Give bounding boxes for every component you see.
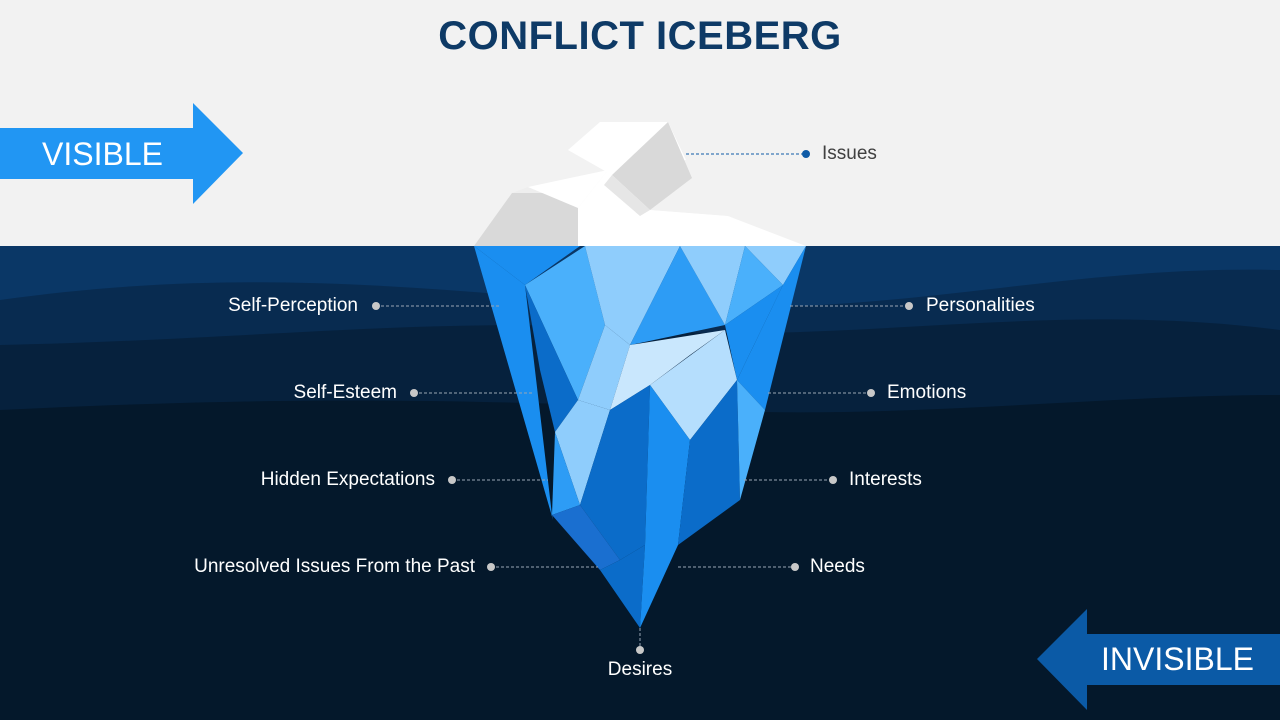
invisible-arrow-label: INVISIBLE bbox=[1101, 641, 1254, 677]
iceberg-tip bbox=[474, 122, 806, 246]
visible-arrow-label: VISIBLE bbox=[42, 136, 163, 172]
label-issues: Issues bbox=[822, 143, 877, 164]
label-emotions: Emotions bbox=[887, 382, 967, 403]
label-needs: Needs bbox=[810, 556, 865, 577]
label-interests: Interests bbox=[849, 469, 922, 490]
label-hidden-expectations: Hidden Expectations bbox=[260, 469, 435, 490]
slide-title: CONFLICT ICEBERG bbox=[438, 14, 842, 58]
label-personalities: Personalities bbox=[926, 295, 1035, 316]
connectors bbox=[376, 153, 909, 650]
visible-arrow bbox=[0, 103, 243, 204]
connector-dots bbox=[372, 150, 913, 654]
iceberg-body bbox=[474, 246, 806, 628]
label-desires: Desires bbox=[607, 659, 673, 680]
invisible-arrow bbox=[1037, 609, 1280, 710]
label-self-perception: Self-Perception bbox=[228, 295, 358, 316]
label-unresolved-issues: Unresolved Issues From the Past bbox=[194, 556, 475, 577]
label-self-esteem: Self-Esteem bbox=[293, 382, 397, 403]
